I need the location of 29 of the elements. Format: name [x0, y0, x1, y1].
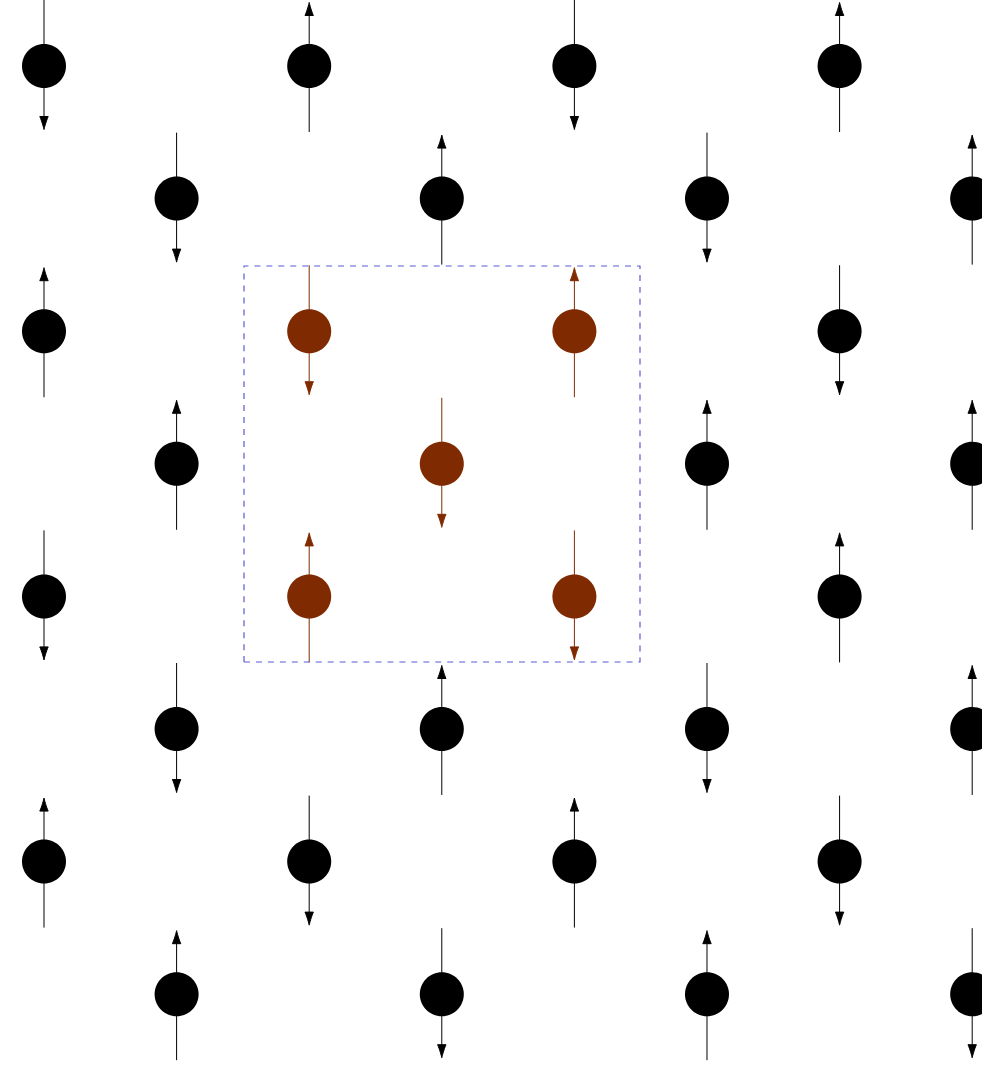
atom-circle: [419, 972, 464, 1017]
atom-circle: [287, 309, 332, 354]
atom-circle: [154, 707, 199, 751]
atom-circle: [287, 574, 332, 619]
atom-circle: [22, 839, 66, 884]
atom-circle: [419, 707, 464, 751]
atom-circle: [817, 574, 862, 619]
atom-circle: [22, 574, 66, 619]
atom-circle: [817, 839, 862, 884]
dashed-frame: [243, 265, 641, 663]
atom-circle: [22, 309, 66, 354]
atom-circle: [817, 309, 862, 354]
atom-circle: [287, 839, 332, 884]
atom-circle: [287, 44, 332, 88]
atom-circle: [419, 176, 464, 221]
atom-circle: [154, 441, 199, 486]
atom-circle: [685, 176, 729, 221]
atom-circle: [552, 309, 597, 354]
atom-circle: [552, 574, 597, 619]
atom-circle: [552, 839, 597, 884]
atom-circle: [817, 44, 862, 88]
atom-circle: [685, 707, 729, 751]
atom-circle: [552, 44, 597, 88]
atom-circle: [154, 972, 199, 1017]
atom-circle: [419, 441, 464, 486]
atom-circle: [685, 441, 729, 486]
atom-circle: [154, 176, 199, 221]
atom-circle: [685, 972, 729, 1017]
atom-circle: [22, 44, 66, 88]
